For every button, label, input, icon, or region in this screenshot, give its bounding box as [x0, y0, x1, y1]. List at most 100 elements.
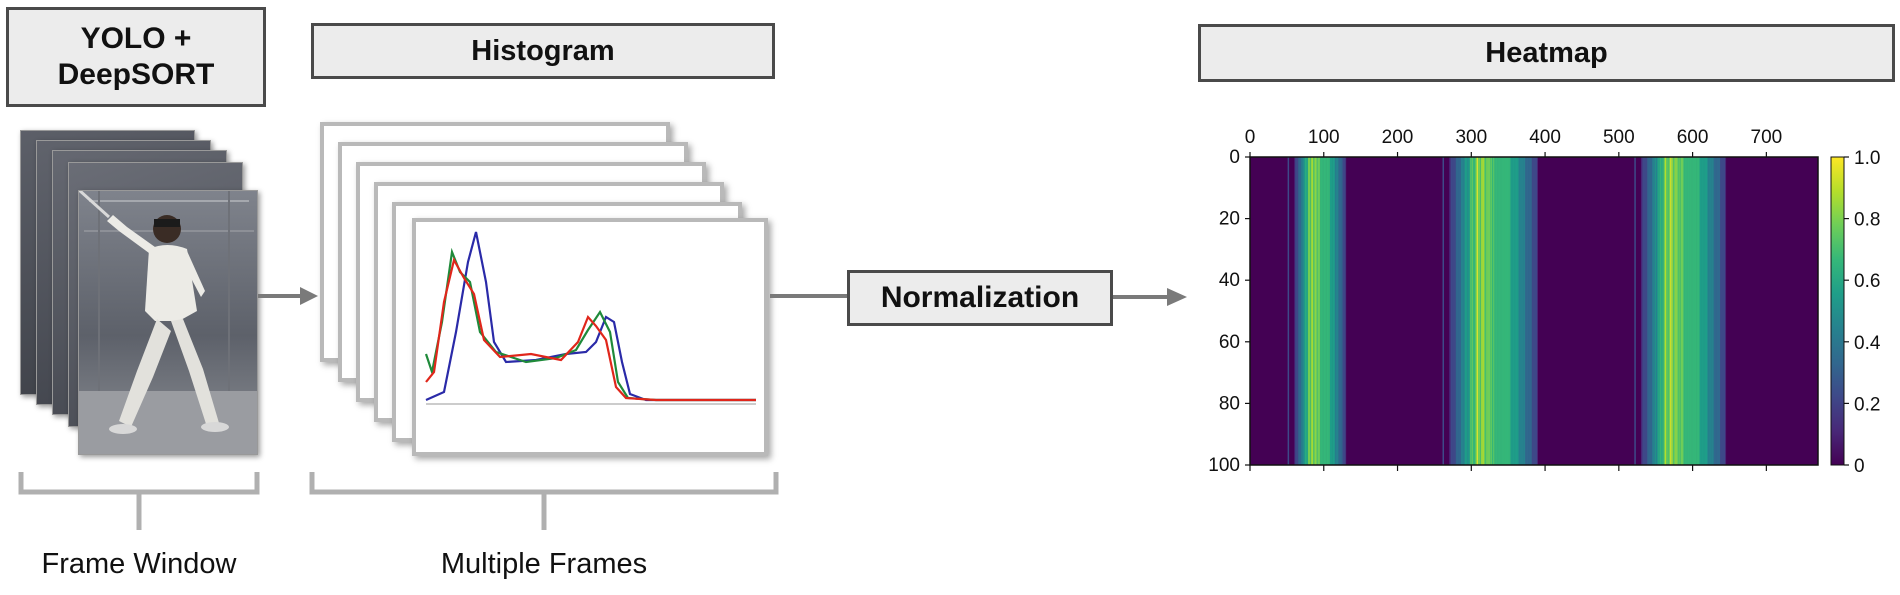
heatmap-cell: [1692, 157, 1694, 465]
heatmap-cell: [1680, 157, 1682, 465]
heatmap-cell: [1326, 157, 1328, 465]
heatmap-cell: [1530, 157, 1532, 465]
heatmap-cell: [1330, 157, 1332, 465]
heatmap-cell: [1308, 157, 1310, 465]
heatmap-cell: [1313, 157, 1315, 465]
heatmap-cell: [1343, 157, 1345, 465]
heatmap-cell: [1474, 157, 1477, 465]
heatmap-cell: [1458, 157, 1460, 465]
heatmap-cell: [1662, 157, 1664, 465]
heatmap-cell: [1298, 157, 1300, 465]
heatmap-cell: [1720, 157, 1722, 465]
heatmap-cell: [1332, 157, 1334, 465]
histogram-curve: [425, 256, 756, 402]
heatmap-cell: [1500, 157, 1502, 465]
heatmap-cell: [1519, 157, 1521, 465]
heatmap-cell: [1332, 157, 1333, 465]
heatmap-cell: [1650, 157, 1652, 465]
heatmap-cell: [1451, 157, 1453, 465]
heatmap-cell: [1691, 157, 1693, 465]
y-tick-label: 0: [1229, 147, 1240, 168]
heatmap-cell: [1341, 157, 1343, 465]
heatmap-cell: [1497, 157, 1499, 465]
heatmap-cell: [1324, 157, 1326, 465]
heatmap-cell: [1308, 157, 1310, 465]
heatmap-cell: [1695, 157, 1697, 465]
heatmap-cell: [1698, 157, 1700, 465]
heatmap-cell: [1466, 157, 1468, 465]
heatmap-cell: [1516, 157, 1518, 465]
heatmap-cell: [1645, 157, 1647, 465]
heatmap-cell: [1295, 157, 1296, 465]
heatmap-cell: [1518, 157, 1520, 465]
heatmap-cell: [1650, 157, 1652, 465]
heatmap-cell: [1342, 157, 1344, 465]
heatmap-cell: [1672, 157, 1674, 465]
heatmap-cell: [1640, 157, 1642, 465]
heatmap-cell: [1666, 157, 1668, 465]
heatmap-cell: [1505, 157, 1508, 465]
heatmap-cell: [1297, 157, 1299, 465]
heatmap-cell: [1296, 157, 1298, 465]
heatmap-cell: [1317, 157, 1319, 465]
heatmap-cell: [1706, 157, 1708, 465]
heatmap-cell: [1693, 157, 1695, 465]
heatmap-cell: [1339, 157, 1341, 465]
heatmap-cell: [1528, 157, 1530, 465]
heatmap-cell: [1457, 157, 1459, 465]
heatmap-cell: [1298, 157, 1299, 465]
heatmap-cell: [1725, 157, 1727, 465]
heatmap-cell: [1708, 157, 1710, 465]
heatmap-cell: [1676, 157, 1678, 465]
heatmap-cell: [1658, 157, 1660, 465]
heatmap-cell: [1677, 157, 1679, 465]
heatmap-cell: [1334, 157, 1336, 465]
heatmap-cell: [1295, 157, 1297, 465]
heatmap-cell: [1301, 157, 1302, 465]
heatmap-cell: [1524, 157, 1526, 465]
heatmap-cell: [1327, 157, 1329, 465]
heatmap-cell: [1657, 157, 1659, 465]
heatmap-cell: [1476, 157, 1478, 465]
x-tick-label: 700: [1751, 127, 1783, 148]
heatmap-cell: [1671, 157, 1673, 465]
heatmap-cell: [1314, 157, 1316, 465]
histogram-card-front: [412, 218, 768, 456]
heatmap-band: [1442, 157, 1538, 465]
heatmap-cell: [1523, 157, 1525, 465]
heatmap-cell: [1660, 157, 1662, 465]
heatmap-cell: [1329, 157, 1331, 465]
heatmap-cell: [1324, 157, 1326, 465]
colorbar: [1830, 156, 1845, 466]
heatmap-cell: [1317, 157, 1319, 465]
heatmap-cell: [1641, 157, 1643, 465]
normalization-stage-box: Normalization: [847, 270, 1113, 326]
heatmap-cell: [1305, 157, 1307, 465]
heatmap-cell: [1302, 157, 1303, 465]
heatmap-cell: [1486, 157, 1488, 465]
heatmap-cell: [1320, 157, 1322, 465]
arrow-to-heatmap: [1113, 288, 1187, 306]
heatmap-cell: [1319, 157, 1321, 465]
frame-window-bracket: [18, 472, 260, 530]
heatmap-cell: [1702, 157, 1704, 465]
heatmap-cell: [1311, 157, 1312, 465]
heatmap-cell: [1718, 157, 1720, 465]
heatmap-cell: [1668, 157, 1670, 465]
heatmap-cell: [1536, 157, 1538, 465]
heatmap-cell: [1307, 157, 1309, 465]
heatmap-cell: [1681, 157, 1683, 465]
heatmap-cell: [1682, 157, 1684, 465]
heatmap-cell: [1494, 157, 1496, 465]
heatmap-cell: [1337, 157, 1339, 465]
heatmap-cell: [1647, 157, 1649, 465]
heatmap-cell: [1315, 157, 1317, 465]
heatmap-cell: [1303, 157, 1305, 465]
heatmap-cell: [1644, 157, 1646, 465]
heatmap-cell: [1652, 157, 1654, 465]
heatmap-cell: [1483, 157, 1485, 465]
heatmap-cell: [1489, 157, 1491, 465]
heatmap-cell: [1310, 157, 1312, 465]
heatmap-cell: [1471, 157, 1473, 465]
x-tick-label: 100: [1308, 127, 1340, 148]
